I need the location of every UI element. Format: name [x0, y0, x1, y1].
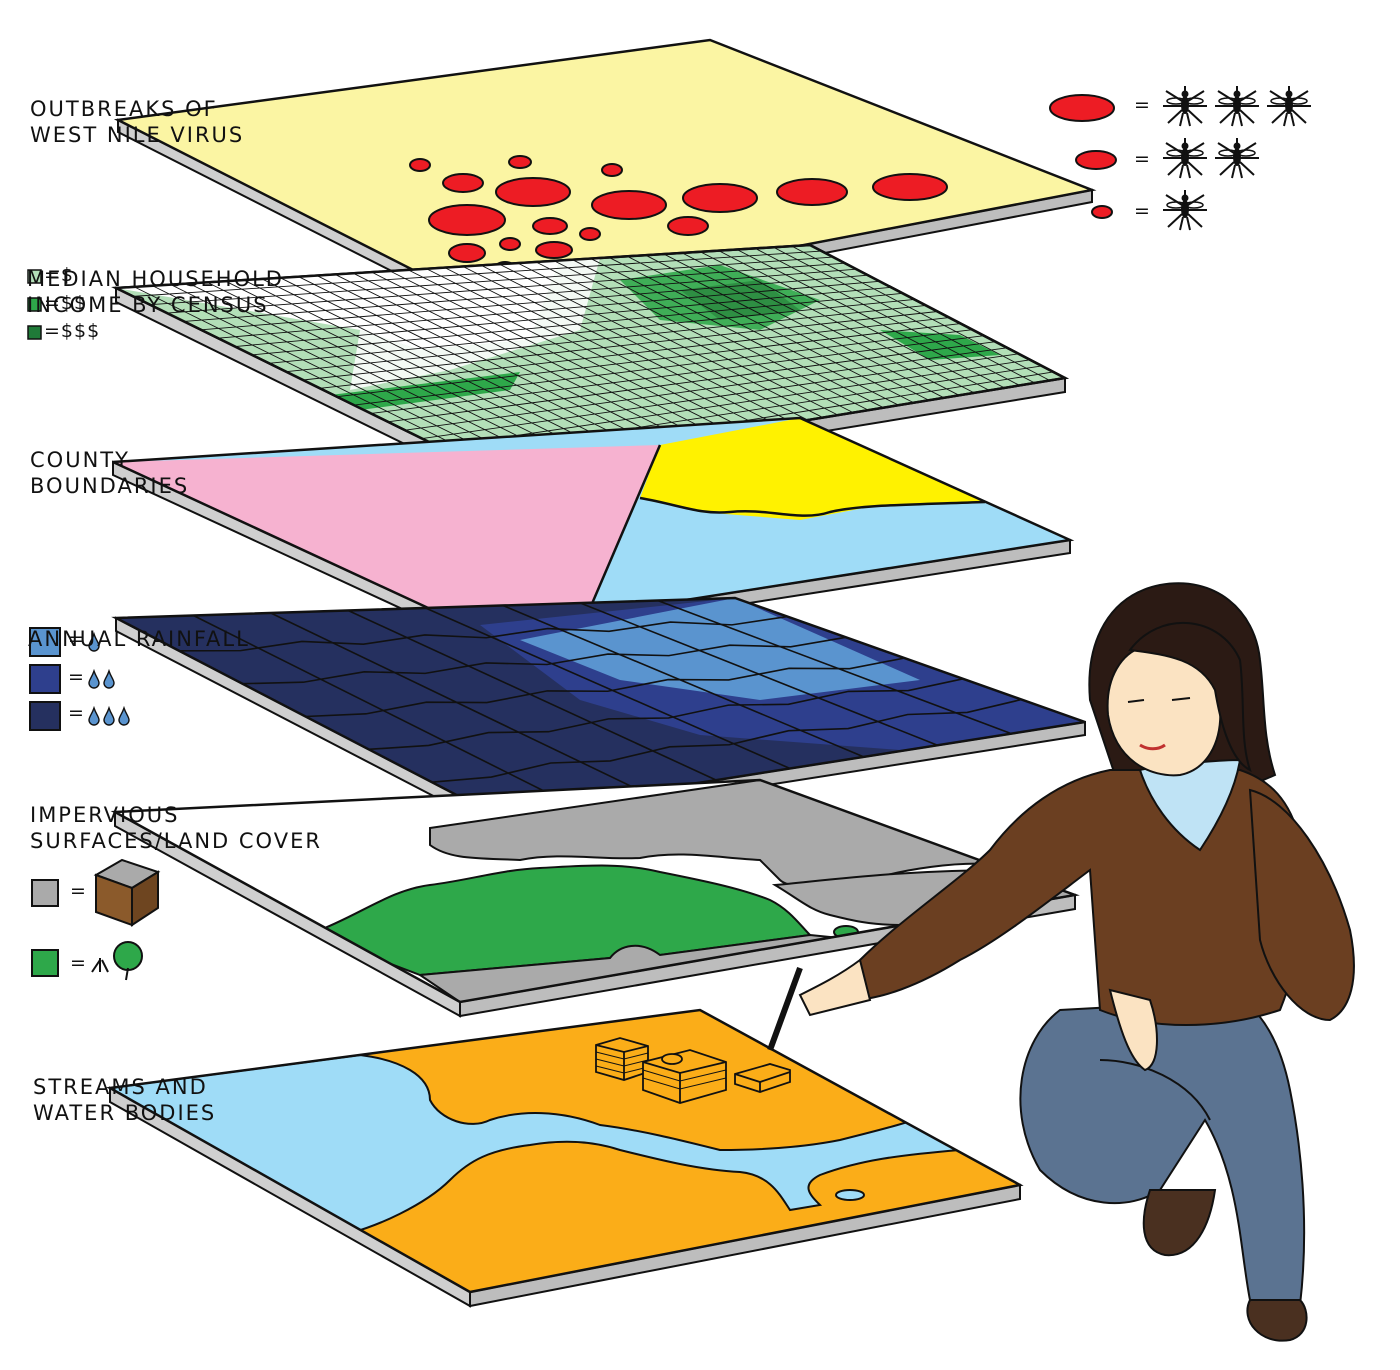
rain-swatch — [29, 627, 61, 657]
virus-legend-1: = — [1134, 94, 1151, 116]
income-swatch — [27, 325, 42, 340]
income-swatch — [27, 269, 42, 284]
mosquito-icon — [1265, 86, 1313, 128]
income-legend-swatches — [27, 269, 42, 340]
mosquito-icon — [1213, 86, 1261, 128]
income-legend-2: =$$ — [44, 292, 88, 314]
raindrop-icon — [118, 707, 130, 726]
income-swatch — [27, 297, 42, 312]
building-models — [595, 1037, 791, 1104]
land-legend-2: = — [70, 952, 87, 974]
land-swatch — [31, 879, 59, 907]
outbreak-size-key — [1049, 94, 1115, 122]
virus-legend-2: = — [1134, 148, 1151, 170]
layer-county — [112, 416, 1075, 647]
income-legend-3: =$$$ — [44, 320, 101, 342]
land-legend-1: = — [70, 880, 87, 902]
pavement-block-icon — [93, 858, 161, 927]
rain-swatch — [29, 701, 61, 731]
layer-streams — [106, 1008, 1024, 1308]
raindrop-icon — [88, 707, 100, 726]
virus-legend-3: = — [1134, 200, 1151, 222]
layer-title-rainfall: ANNUAL RAINFALL — [28, 627, 250, 651]
rain-legend-swatches — [29, 627, 130, 731]
raindrop-icon — [103, 707, 115, 726]
layer-rainfall — [111, 596, 1086, 830]
tree-icon — [91, 941, 143, 981]
person-illustration — [767, 582, 1355, 1342]
rain-legend-1: = — [68, 628, 85, 650]
outbreak-size-key — [1075, 150, 1117, 170]
rain-legend-2: = — [68, 666, 85, 688]
outbreak-spots — [409, 155, 948, 275]
land-legend-swatches — [31, 858, 161, 981]
income-legend-1: =$ — [44, 264, 75, 286]
rain-legend-3: = — [68, 702, 85, 724]
outbreak-size-key — [1091, 205, 1113, 219]
mosquito-icon — [1213, 138, 1261, 180]
mosquito-icon — [1161, 138, 1209, 180]
mosquito-icon — [1161, 86, 1209, 128]
rain-swatch — [29, 664, 61, 694]
virus-legend — [1049, 86, 1313, 232]
land-swatch — [31, 949, 59, 977]
mosquito-icon — [1161, 190, 1209, 232]
